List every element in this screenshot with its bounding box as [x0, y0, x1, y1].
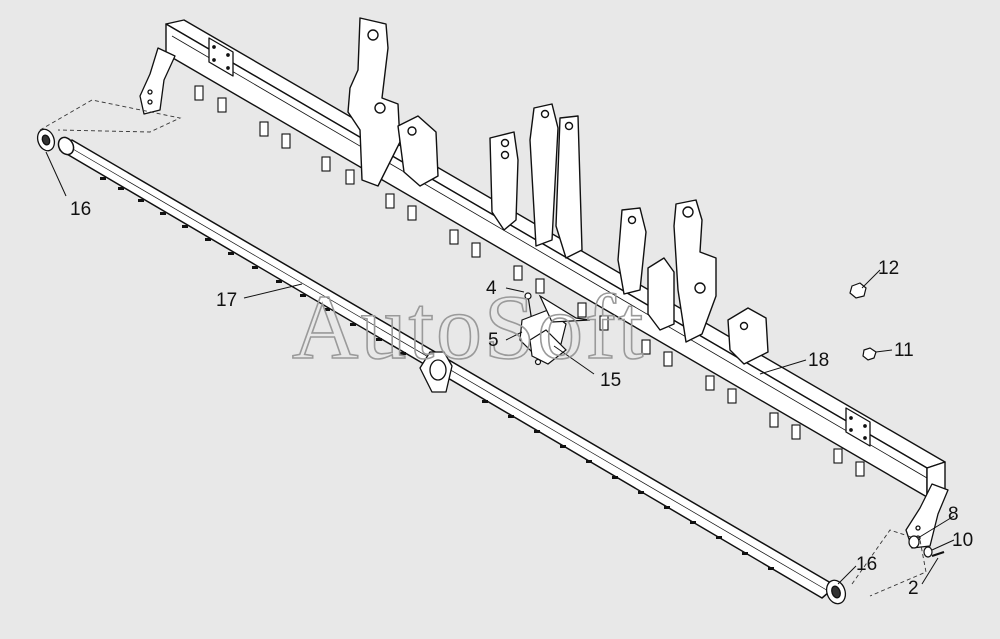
- callout-2: 2: [908, 578, 919, 599]
- watermark: AutoSoft: [292, 276, 645, 378]
- callout-15: 15: [600, 370, 621, 391]
- alignment-guides: [39, 99, 927, 597]
- callout-17: 17: [216, 290, 237, 311]
- end-plate-left: [208, 37, 234, 77]
- callout-16-left: 16: [70, 199, 91, 220]
- callout-12: 12: [878, 258, 899, 279]
- frame-tines: [194, 85, 865, 477]
- callout-4: 4: [486, 278, 497, 299]
- callout-5: 5: [488, 330, 499, 351]
- mounting-plates: [347, 17, 769, 365]
- callout-18: 18: [808, 350, 829, 371]
- hardware-parts: [519, 282, 945, 558]
- left-hinge-bracket: [139, 47, 176, 115]
- callout-labels: 16 17 4 5 15 18 12 11 8 10 2 16: [70, 199, 973, 599]
- leader-lines: [45, 151, 955, 585]
- callout-11: 11: [894, 340, 914, 361]
- end-plate-right: [845, 407, 871, 447]
- shaft-slots: [100, 177, 774, 570]
- callout-16-right: 16: [856, 554, 877, 575]
- callout-10: 10: [952, 530, 973, 551]
- callout-8: 8: [948, 504, 959, 525]
- center-bearing: [419, 351, 453, 393]
- end-bushings: [36, 128, 847, 605]
